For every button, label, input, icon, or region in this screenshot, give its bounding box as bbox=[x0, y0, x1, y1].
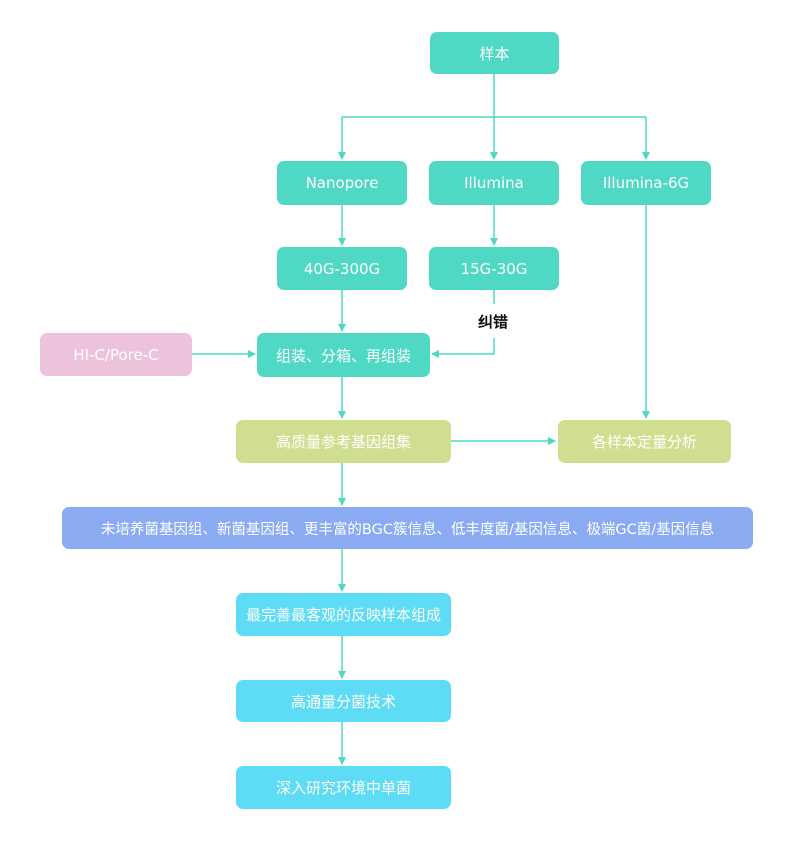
correction-label: 纠错 bbox=[478, 313, 509, 331]
node-hic: HI-C/Pore-C bbox=[40, 333, 192, 376]
node-quant: 各样本定量分析 bbox=[558, 420, 731, 463]
node-illumina-6g: Illumina-6G bbox=[581, 161, 711, 205]
node-sample: 样本 bbox=[430, 32, 559, 74]
node-hq-genome-set: 高质量参考基因组集 bbox=[236, 420, 451, 463]
node-isolation: 高通量分菌技术 bbox=[236, 680, 451, 722]
node-composition: 最完善最客观的反映样本组成 bbox=[236, 593, 451, 636]
node-assembly: 组装、分箱、再组装 bbox=[257, 333, 430, 377]
node-illumina-size: 15G-30G bbox=[429, 247, 559, 290]
node-nanopore: Nanopore bbox=[277, 161, 407, 205]
node-nanopore-size: 40G-300G bbox=[277, 247, 407, 290]
edge-correction-lower bbox=[431, 338, 495, 358]
node-single-strain: 深入研究环境中单菌 bbox=[236, 766, 451, 809]
node-illumina: Illumina bbox=[429, 161, 559, 205]
node-results: 未培养菌基因组、新菌基因组、更丰富的BGC簇信息、低丰度菌/基因信息、极端GC菌… bbox=[62, 507, 753, 549]
